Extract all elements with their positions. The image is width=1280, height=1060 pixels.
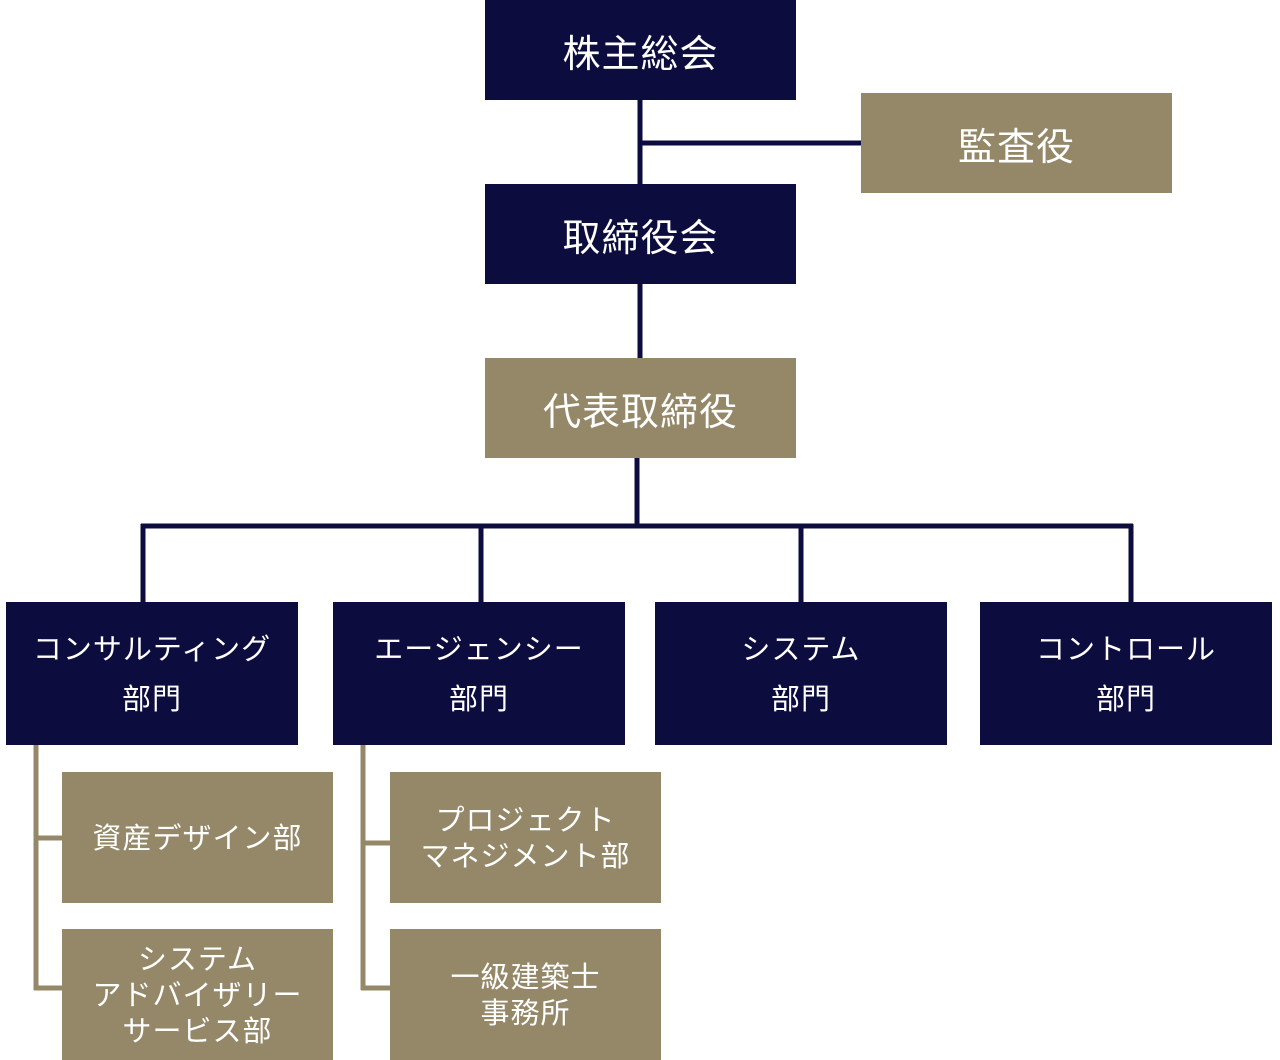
representative-director-label: 代表取締役 xyxy=(542,389,738,434)
subunit-project-management-line1: プロジェクト xyxy=(435,802,616,837)
subunit-architect-office-line2: 事務所 xyxy=(480,995,571,1030)
department-system-box: システム 部門 xyxy=(655,602,947,745)
representative-director-box: 代表取締役 xyxy=(485,358,796,458)
board-of-directors-label: 取締役会 xyxy=(562,215,719,260)
department-consulting-suffix: 部門 xyxy=(121,681,182,716)
subunit-asset-design-box: 資産デザイン部 xyxy=(62,772,333,903)
shareholders-meeting-box: 株主総会 xyxy=(485,0,796,100)
department-control-box: コントロール 部門 xyxy=(980,602,1272,745)
subunit-system-advisory-box: システム アドバイザリー サービス部 xyxy=(62,929,333,1060)
subunit-system-advisory-line2: アドバイザリー xyxy=(92,977,303,1012)
department-agency-suffix: 部門 xyxy=(448,681,509,716)
subunit-architect-office-box: 一級建築士 事務所 xyxy=(390,929,661,1060)
auditor-box: 監査役 xyxy=(861,93,1172,193)
board-of-directors-box: 取締役会 xyxy=(485,184,796,284)
subunit-system-advisory-line3: サービス部 xyxy=(122,1013,273,1048)
shareholders-meeting-label: 株主総会 xyxy=(562,31,719,76)
department-system-suffix: 部門 xyxy=(770,681,831,716)
auditor-label: 監査役 xyxy=(957,124,1075,169)
subunit-system-advisory-line1: システム xyxy=(137,941,258,976)
subunit-asset-design-line1: 資産デザイン部 xyxy=(92,820,303,855)
department-control-name: コントロール xyxy=(1035,631,1216,666)
department-consulting-box: コンサルティング 部門 xyxy=(6,602,298,745)
department-system-name: システム xyxy=(741,631,861,666)
department-control-suffix: 部門 xyxy=(1095,681,1156,716)
subunit-project-management-line2: マネジメント部 xyxy=(420,838,631,873)
department-agency-box: エージェンシー 部門 xyxy=(333,602,625,745)
subunit-project-management-box: プロジェクト マネジメント部 xyxy=(390,772,661,903)
department-agency-name: エージェンシー xyxy=(374,631,584,666)
department-consulting-name: コンサルティング xyxy=(32,631,272,666)
subunit-architect-office-line1: 一級建築士 xyxy=(450,959,601,994)
